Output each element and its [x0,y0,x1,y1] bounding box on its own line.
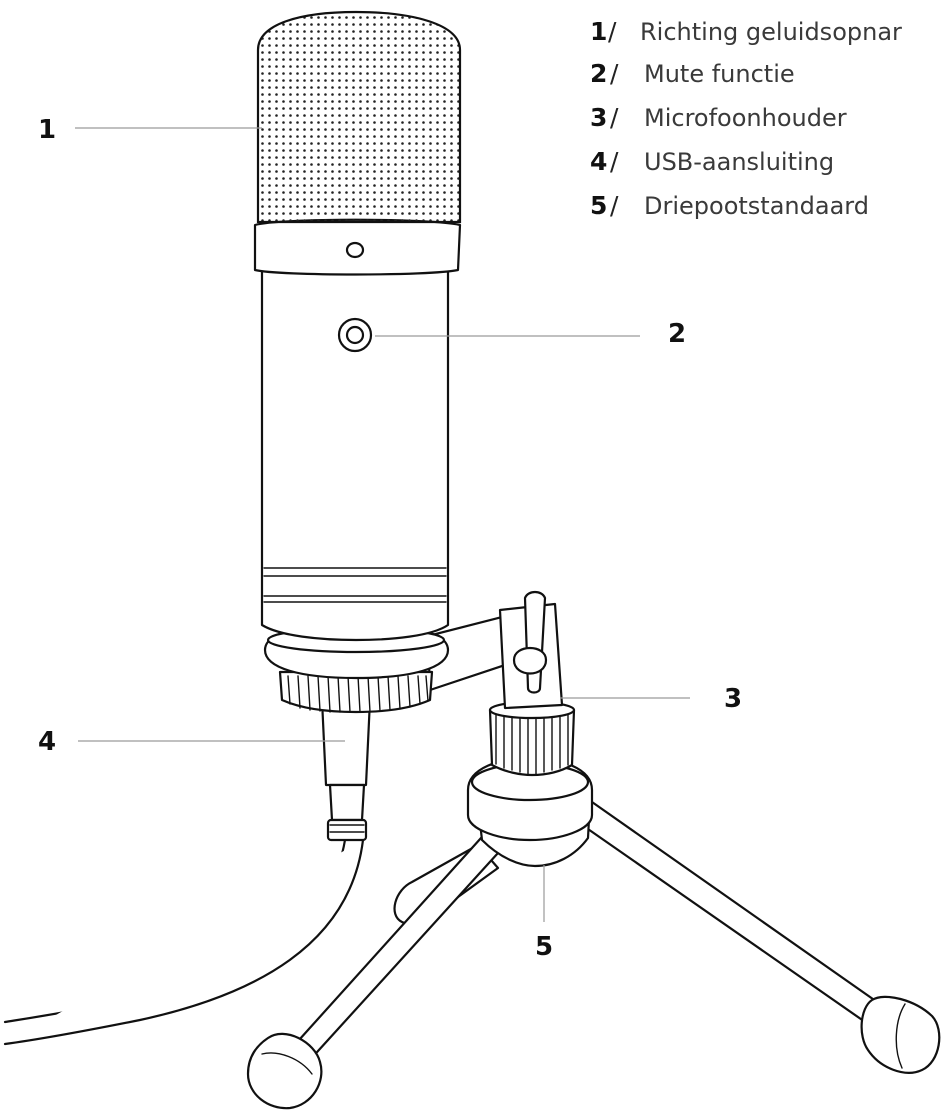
legend-slash: / [610,103,619,132]
legend-item-3: 3 / Microfoonhouder [590,103,847,132]
legend-slash: / [610,59,619,88]
legend-slash: / [610,191,619,220]
legend-text: Richting geluidsopnar [640,18,902,46]
tripod-hub [466,756,594,868]
legend-num: 3 [590,103,607,132]
legend: 1 / Richting geluidsopnar 2 / Mute funct… [590,17,902,220]
callout-2: 2 [668,319,686,349]
legend-item-1: 1 / Richting geluidsopnar [590,17,902,46]
legend-slash: / [610,147,619,176]
callout-5: 5 [535,932,553,962]
usb-connector [320,698,372,842]
callout-4: 4 [38,727,56,757]
legend-num: 1 [590,17,607,46]
callout-1: 1 [38,115,56,145]
tripod-right-leg [573,800,941,1074]
legend-text: Driepootstandaard [644,192,869,220]
legend-slash: / [608,17,617,46]
leader-lines [75,127,690,922]
usb-cable [3,838,365,1046]
legend-num: 5 [590,191,607,220]
mic-body [260,263,450,642]
callouts: 1 2 3 4 5 [38,115,742,962]
callout-3: 3 [724,684,742,714]
legend-text: Microfoonhouder [644,104,847,132]
mic-holder [426,590,576,777]
mute-button [337,317,373,353]
tripod-left-leg [246,826,510,1110]
mic-collar [253,218,462,276]
legend-item-5: 5 / Driepootstandaard [590,191,869,220]
mic-grille [256,10,462,224]
legend-item-4: 4 / USB-aansluiting [590,147,834,176]
legend-num: 4 [590,147,607,176]
legend-item-2: 2 / Mute functie [590,59,795,88]
legend-num: 2 [590,59,607,88]
legend-text: USB-aansluiting [644,148,834,176]
legend-text: Mute functie [644,60,795,88]
